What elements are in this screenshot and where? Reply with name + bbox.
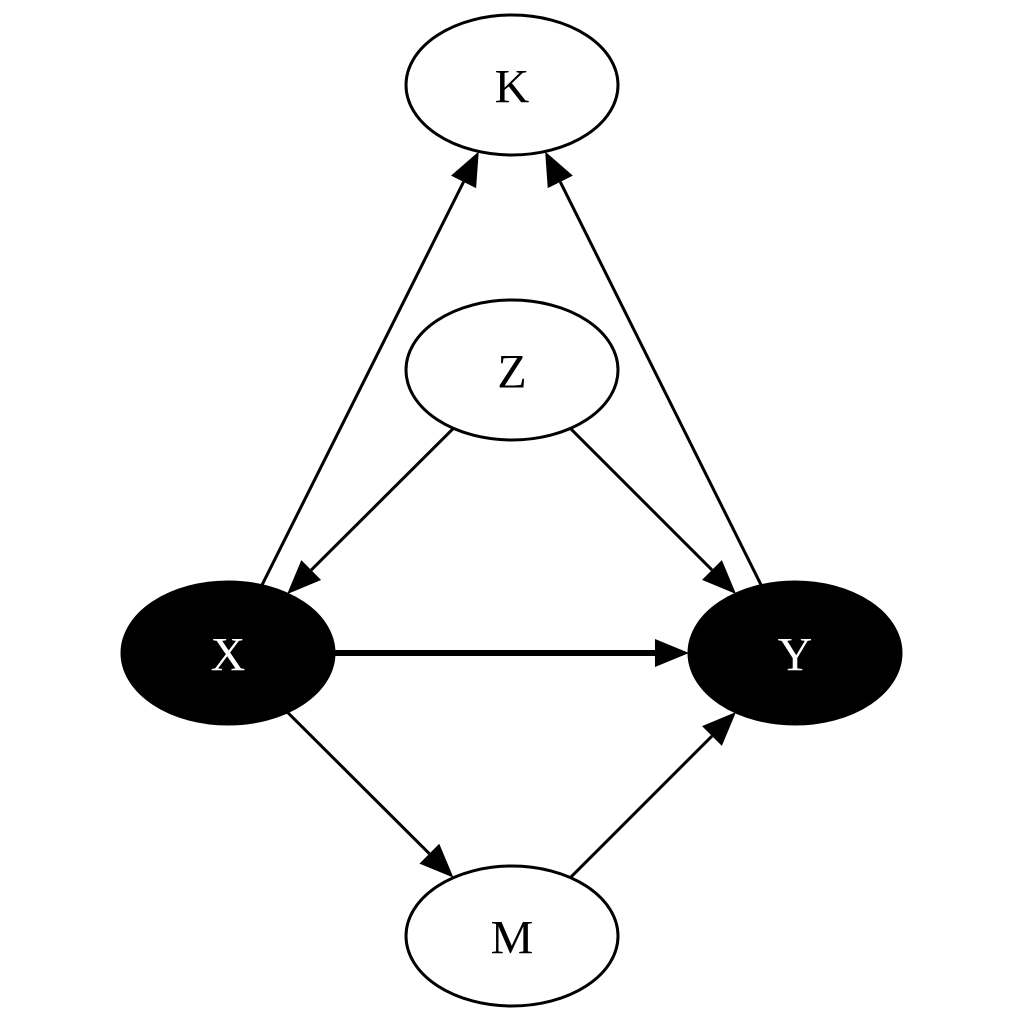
edge-line: [310, 427, 455, 572]
edge-M-to-Y: [569, 711, 737, 879]
node-Z-shape: [404, 298, 620, 442]
edge-line: [569, 427, 714, 572]
node-Y[interactable]: Y: [687, 580, 903, 726]
edge-line: [286, 710, 431, 855]
node-K-label: K: [495, 61, 530, 114]
arrowhead-icon: [702, 711, 737, 746]
edge-line: [260, 181, 465, 587]
node-M-label: M: [491, 912, 534, 965]
edge-X-to-K: [260, 151, 479, 587]
edge-Z-to-X: [287, 427, 455, 595]
node-M-shape: [404, 864, 620, 1008]
arrowhead-icon: [545, 151, 573, 189]
node-K[interactable]: K: [404, 13, 620, 157]
node-X-shape: [120, 580, 336, 726]
edge-line: [558, 181, 763, 587]
arrowhead-icon: [419, 843, 454, 878]
node-X-label: X: [211, 629, 246, 682]
node-Z[interactable]: Z: [404, 298, 620, 442]
arrowhead-icon: [702, 560, 737, 595]
arrowhead-icon: [287, 560, 322, 595]
node-Y-shape: [687, 580, 903, 726]
node-X[interactable]: X: [120, 580, 336, 726]
edges-layer: [260, 151, 763, 879]
nodes-layer: K Z X Y M: [120, 13, 903, 1008]
node-Y-label: Y: [778, 629, 813, 682]
edge-X-to-Y: [334, 639, 689, 667]
arrowhead-icon: [655, 639, 689, 667]
node-M[interactable]: M: [404, 864, 620, 1008]
edge-Y-to-K: [545, 151, 763, 587]
edge-Z-to-Y: [569, 427, 737, 595]
edge-line: [569, 734, 714, 879]
node-K-shape: [404, 13, 620, 157]
edge-X-to-M: [286, 710, 454, 878]
arrowhead-icon: [451, 151, 479, 189]
node-Z-label: Z: [497, 346, 526, 399]
